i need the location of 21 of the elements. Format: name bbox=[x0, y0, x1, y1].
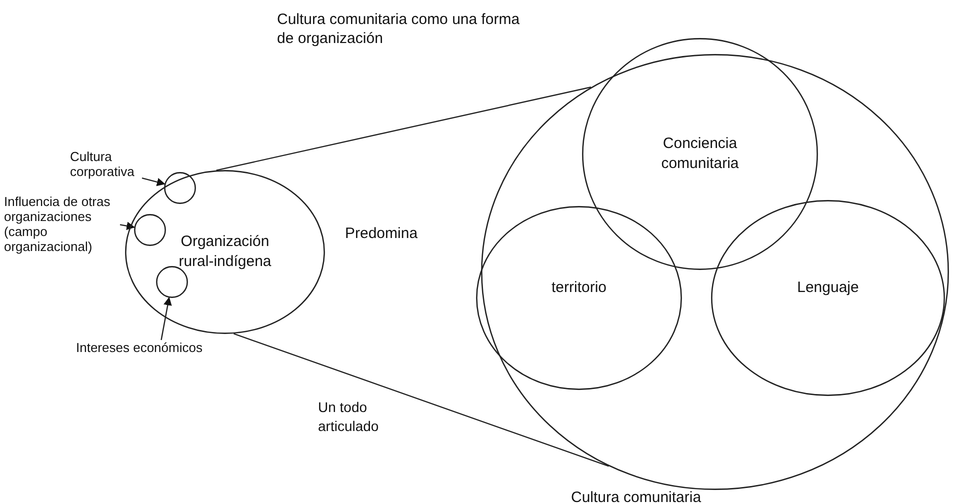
circle-caption: Cultura comunitaria bbox=[571, 488, 702, 504]
node-label: Lenguaje bbox=[796, 278, 860, 298]
arrow bbox=[120, 222, 136, 230]
annotation-text: Predomina bbox=[345, 224, 419, 243]
arrow bbox=[160, 296, 172, 340]
node-label: Conciencia comunitaria bbox=[660, 134, 740, 174]
small-circle bbox=[134, 214, 166, 246]
diagram-title: Cultura comunitaria como una forma de organización bbox=[277, 10, 521, 48]
annotation-text: Intereses económicos bbox=[76, 340, 204, 355]
node-label: territorio bbox=[550, 278, 608, 298]
annotation-text: Influencia de otras organizaciones (campo organizacional) bbox=[4, 194, 112, 254]
circle-node bbox=[582, 38, 818, 270]
annotation-text: Cultura corporativa bbox=[70, 149, 136, 179]
circle-node bbox=[476, 206, 682, 390]
node-label: Organización rural-indígena bbox=[178, 232, 272, 272]
circle-node bbox=[711, 200, 945, 396]
arrow bbox=[142, 178, 166, 186]
small-circle bbox=[164, 172, 196, 204]
annotation-text: Un todo articulado bbox=[318, 398, 380, 436]
connector-line bbox=[216, 86, 592, 171]
connector-line bbox=[234, 333, 609, 467]
